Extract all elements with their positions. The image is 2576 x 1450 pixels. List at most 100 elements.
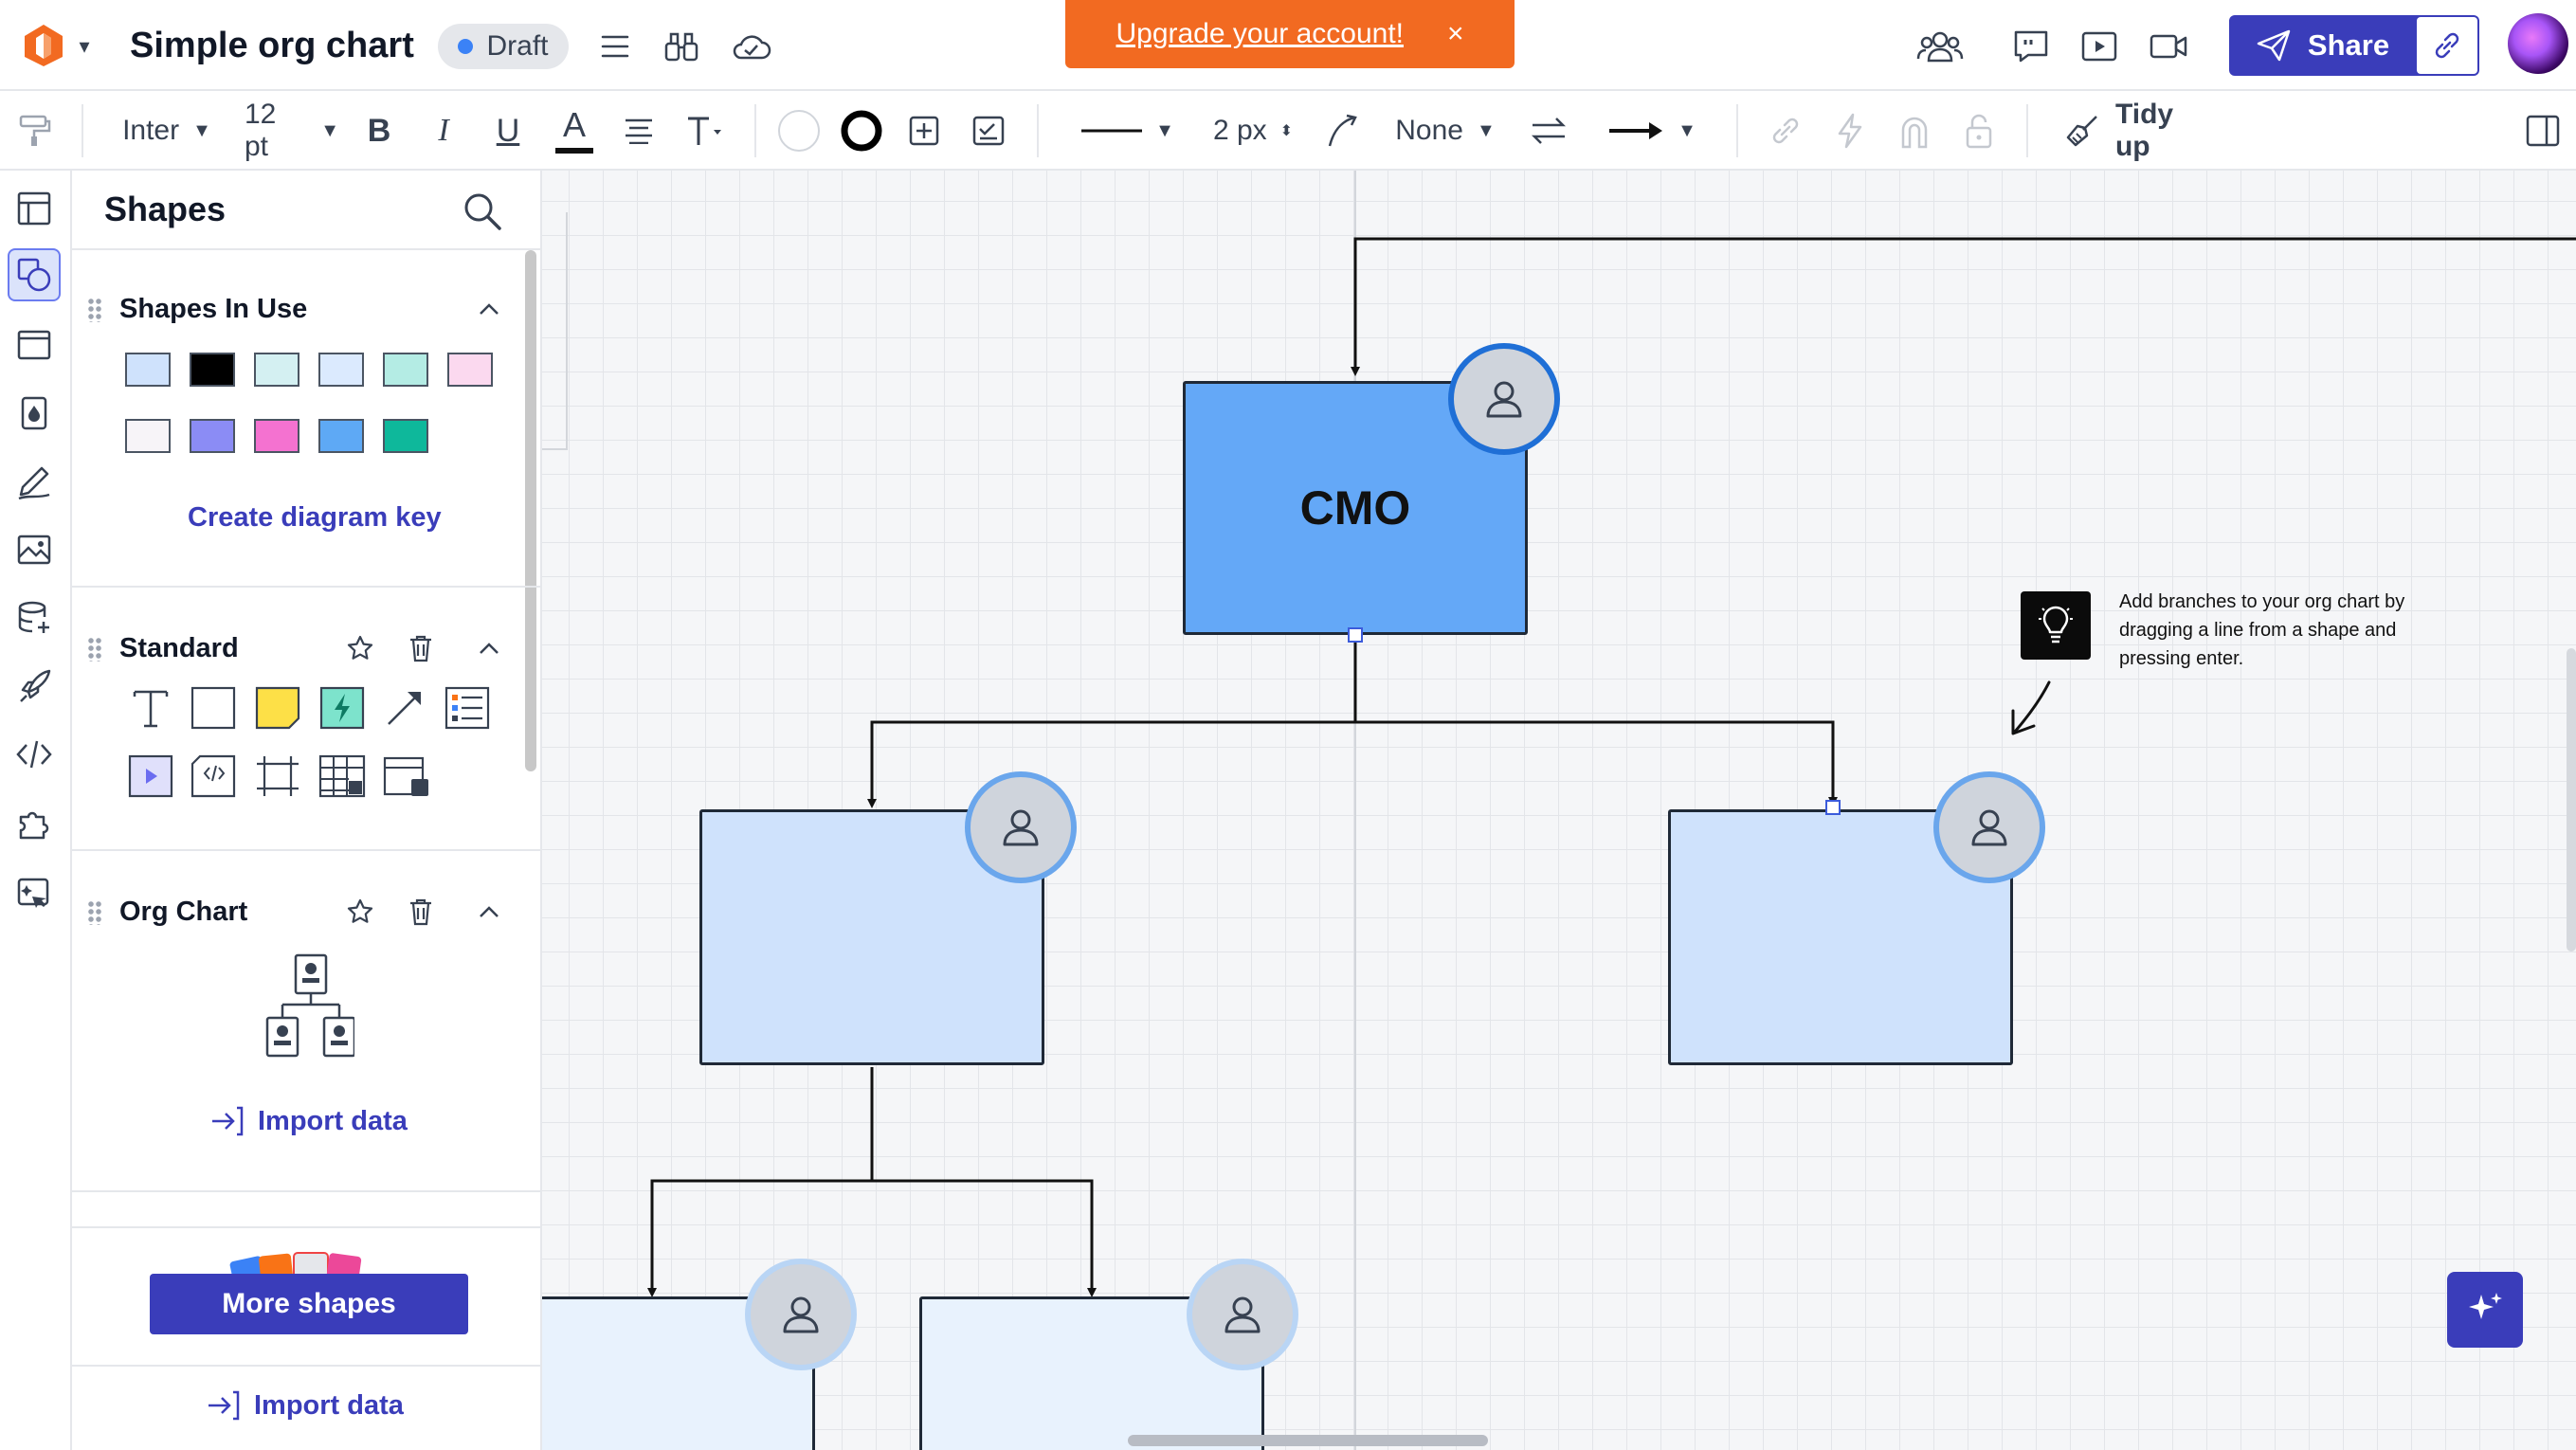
org-chart-shape-icon[interactable] [263, 953, 354, 1058]
shape-swatch[interactable] [318, 353, 364, 387]
binoculars-icon[interactable] [660, 25, 703, 68]
text-color-button[interactable]: A [555, 102, 593, 154]
draw-icon[interactable] [8, 455, 61, 508]
data-database-icon[interactable] [8, 591, 61, 644]
presentation-play-icon[interactable] [2077, 25, 2121, 68]
diagram-canvas[interactable]: CMO Add branches to your org chart by dr… [542, 171, 2576, 1450]
search-icon[interactable] [459, 188, 506, 235]
shapes-icon[interactable] [8, 248, 61, 301]
section-title-shapes-in-use[interactable]: Shapes In Use [119, 294, 308, 324]
bold-button[interactable]: B [367, 112, 391, 149]
fill-color-icon[interactable] [775, 102, 823, 159]
magnet-icon[interactable] [1894, 102, 1935, 159]
style-checklist-icon[interactable] [967, 102, 1014, 159]
import-data-link[interactable]: Import data [207, 1389, 404, 1422]
collapse-chevron-icon[interactable] [470, 629, 508, 667]
end-arrow-select[interactable]: ▼ [1600, 102, 1704, 159]
line-width-stepper[interactable]: 2 px⬍ [1206, 102, 1300, 159]
start-arrow-select[interactable]: None▼ [1386, 102, 1505, 159]
shape-swatch[interactable] [318, 419, 364, 453]
rectangle-shape-icon[interactable] [190, 684, 237, 732]
shape-swatch[interactable] [125, 353, 171, 387]
share-main[interactable]: Share [2229, 15, 2417, 76]
shape-swatch[interactable] [254, 353, 299, 387]
collapse-chevron-icon[interactable] [470, 290, 508, 328]
horizontal-scrollbar[interactable] [1128, 1435, 1488, 1446]
align-text-icon[interactable] [618, 102, 660, 159]
shape-swatch[interactable] [254, 419, 299, 453]
status-badge[interactable]: Draft [438, 24, 569, 69]
person-photo-icon[interactable] [1933, 771, 2045, 883]
embed-code-shape-icon[interactable] [190, 752, 237, 800]
copy-link-icon[interactable] [2417, 17, 2477, 74]
app-logo-icon[interactable] [17, 21, 70, 70]
theme-drop-icon[interactable] [8, 387, 61, 440]
shape-swatch[interactable] [190, 353, 235, 387]
upgrade-link[interactable]: Upgrade your account! [1116, 18, 1404, 49]
collaborators-icon[interactable] [1914, 25, 1966, 68]
avatar[interactable] [2508, 13, 2568, 74]
action-shape-icon[interactable] [318, 684, 366, 732]
vertical-scrollbar[interactable] [2567, 648, 2576, 952]
text-shape-icon[interactable] [127, 684, 174, 732]
lock-icon[interactable] [1958, 102, 2000, 159]
import-data-link[interactable]: Import data [210, 1105, 408, 1137]
star-icon[interactable] [341, 629, 379, 667]
section-title-standard[interactable]: Standard [119, 633, 239, 663]
drag-handle-icon[interactable] [87, 900, 102, 925]
person-photo-icon[interactable] [1187, 1259, 1298, 1370]
create-diagram-key-link[interactable]: Create diagram key [188, 502, 442, 533]
ai-sparkle-button[interactable] [2447, 1272, 2523, 1348]
text-options-icon[interactable] [682, 102, 726, 159]
right-panel-toggle-icon[interactable] [2521, 102, 2565, 159]
card-shape-icon[interactable] [383, 752, 430, 800]
link-icon[interactable] [1765, 102, 1806, 159]
shape-swatch[interactable] [190, 419, 235, 453]
underline-button[interactable]: U [496, 112, 520, 149]
templates-icon[interactable] [8, 318, 61, 372]
connection-handle[interactable] [1348, 627, 1363, 643]
curved-connector-icon[interactable] [1321, 102, 1365, 159]
arrow-line-shape-icon[interactable] [381, 684, 428, 732]
star-icon[interactable] [341, 893, 379, 931]
person-photo-icon[interactable] [1448, 343, 1560, 455]
shape-swatch[interactable] [125, 419, 171, 453]
line-style-select[interactable]: ▼ [1071, 102, 1185, 159]
shape-options-icon[interactable] [902, 102, 946, 159]
code-icon[interactable] [8, 728, 61, 781]
menu-icon[interactable] [593, 25, 637, 68]
panel-scrollbar[interactable] [525, 250, 536, 771]
drag-handle-icon[interactable] [87, 637, 102, 662]
video-shape-icon[interactable] [127, 752, 174, 800]
lightning-icon[interactable] [1829, 102, 1871, 159]
table-shape-icon[interactable] [318, 752, 366, 800]
trash-icon[interactable] [402, 629, 440, 667]
collapse-chevron-icon[interactable] [470, 893, 508, 931]
shape-swatch[interactable] [383, 353, 428, 387]
shape-swatch[interactable] [383, 419, 428, 453]
swap-arrows-icon[interactable] [1526, 102, 1571, 159]
line-color-icon[interactable] [838, 102, 885, 159]
font-family-select[interactable]: Inter▼ [114, 102, 220, 159]
person-photo-icon[interactable] [745, 1259, 857, 1370]
chevron-down-icon[interactable]: ▾ [79, 34, 90, 58]
document-title[interactable]: Simple org chart [130, 25, 414, 65]
image-icon[interactable] [8, 523, 61, 576]
share-button[interactable]: Share [2229, 15, 2479, 76]
comment-icon[interactable] [2009, 25, 2053, 68]
trash-icon[interactable] [402, 893, 440, 931]
list-shape-icon[interactable] [444, 684, 491, 732]
cloud-saved-icon[interactable] [726, 25, 775, 68]
frame-shape-icon[interactable] [254, 752, 301, 800]
video-call-icon[interactable] [2146, 25, 2191, 68]
font-size-select[interactable]: 12 pt▼ [245, 99, 339, 162]
pages-icon[interactable] [8, 182, 61, 235]
rocket-icon[interactable] [8, 660, 61, 713]
sticky-note-shape-icon[interactable] [254, 684, 301, 732]
format-painter-icon[interactable] [9, 102, 61, 159]
integrations-puzzle-icon[interactable] [8, 796, 61, 849]
more-shapes-button[interactable]: More shapes [150, 1274, 468, 1334]
shape-swatch[interactable] [447, 353, 493, 387]
person-photo-icon[interactable] [965, 771, 1077, 883]
italic-button[interactable]: I [438, 113, 449, 148]
